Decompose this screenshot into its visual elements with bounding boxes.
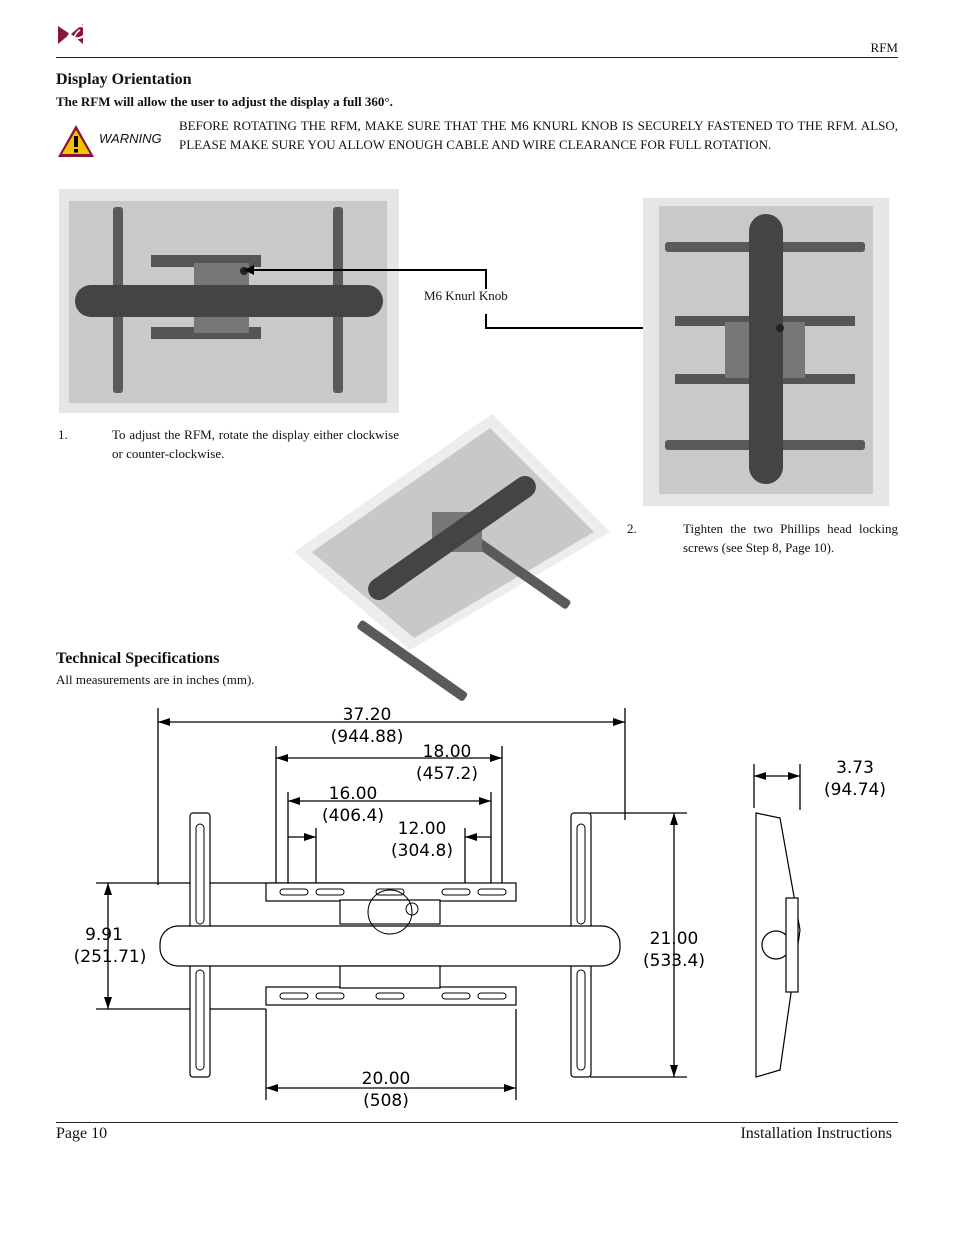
- dim-depth-mm: (94.74): [824, 780, 886, 800]
- dim-depth: 3.73: [836, 758, 874, 778]
- section-subtitle-specs: All measurements are in inches (mm).: [56, 672, 255, 687]
- dim-arm-height: 21.00: [650, 929, 699, 949]
- warning-text: BEFORE ROTATING THE RFM, MAKE SURE THAT …: [179, 118, 898, 152]
- warning-icon: [56, 123, 96, 159]
- section-title-specs: Technical Specifications: [56, 650, 220, 667]
- page-number: Page 10: [56, 1125, 108, 1142]
- dim-plate-width: 20.00: [362, 1069, 411, 1089]
- photo-horizontal-mount: [59, 189, 399, 413]
- dim-plate-height: 9.91: [85, 925, 123, 945]
- step1-text: To adjust the RFM, rotate the display ei…: [112, 427, 399, 461]
- step2-number: 2.: [627, 521, 637, 536]
- callout-label: M6 Knurl Knob: [424, 288, 508, 303]
- dim-plate-width-mm: (508): [363, 1091, 409, 1111]
- footer-divider: [56, 1122, 898, 1123]
- photo-vertical-mount: [643, 198, 889, 506]
- section-subtitle-orientation: The RFM will allow the user to adjust th…: [56, 94, 393, 109]
- dim-inner-holes-mm: (304.8): [391, 841, 453, 861]
- dim-inner-holes: 12.00: [398, 819, 447, 839]
- dim-arm-height-mm: (533.4): [643, 951, 705, 971]
- brand-logo: [56, 20, 90, 52]
- dim-mid-holes: 16.00: [329, 784, 378, 804]
- dim-overall-width-mm: (944.88): [331, 727, 404, 747]
- step2-text: Tighten the two Phillips head locking sc…: [683, 521, 898, 555]
- dim-mid-holes-mm: (406.4): [322, 806, 384, 826]
- footer-doc-title: Installation Instructions: [740, 1125, 892, 1142]
- warning-label: WARNING: [99, 131, 162, 146]
- step1-number: 1.: [58, 427, 68, 442]
- dim-outer-holes: 18.00: [423, 742, 472, 762]
- section-title-orientation: Display Orientation: [56, 71, 192, 88]
- dim-outer-holes-mm: (457.2): [416, 764, 478, 784]
- dim-overall-width: 37.20: [343, 705, 392, 725]
- header-divider: [56, 57, 898, 58]
- technical-drawing: 37.20 (944.88) 18.00 (457.2) 16.00 (406.…: [74, 700, 910, 1111]
- photo-rotated-mount: [292, 412, 612, 701]
- dim-plate-height-mm: (251.71): [74, 947, 147, 967]
- doc-code: RFM: [870, 40, 898, 55]
